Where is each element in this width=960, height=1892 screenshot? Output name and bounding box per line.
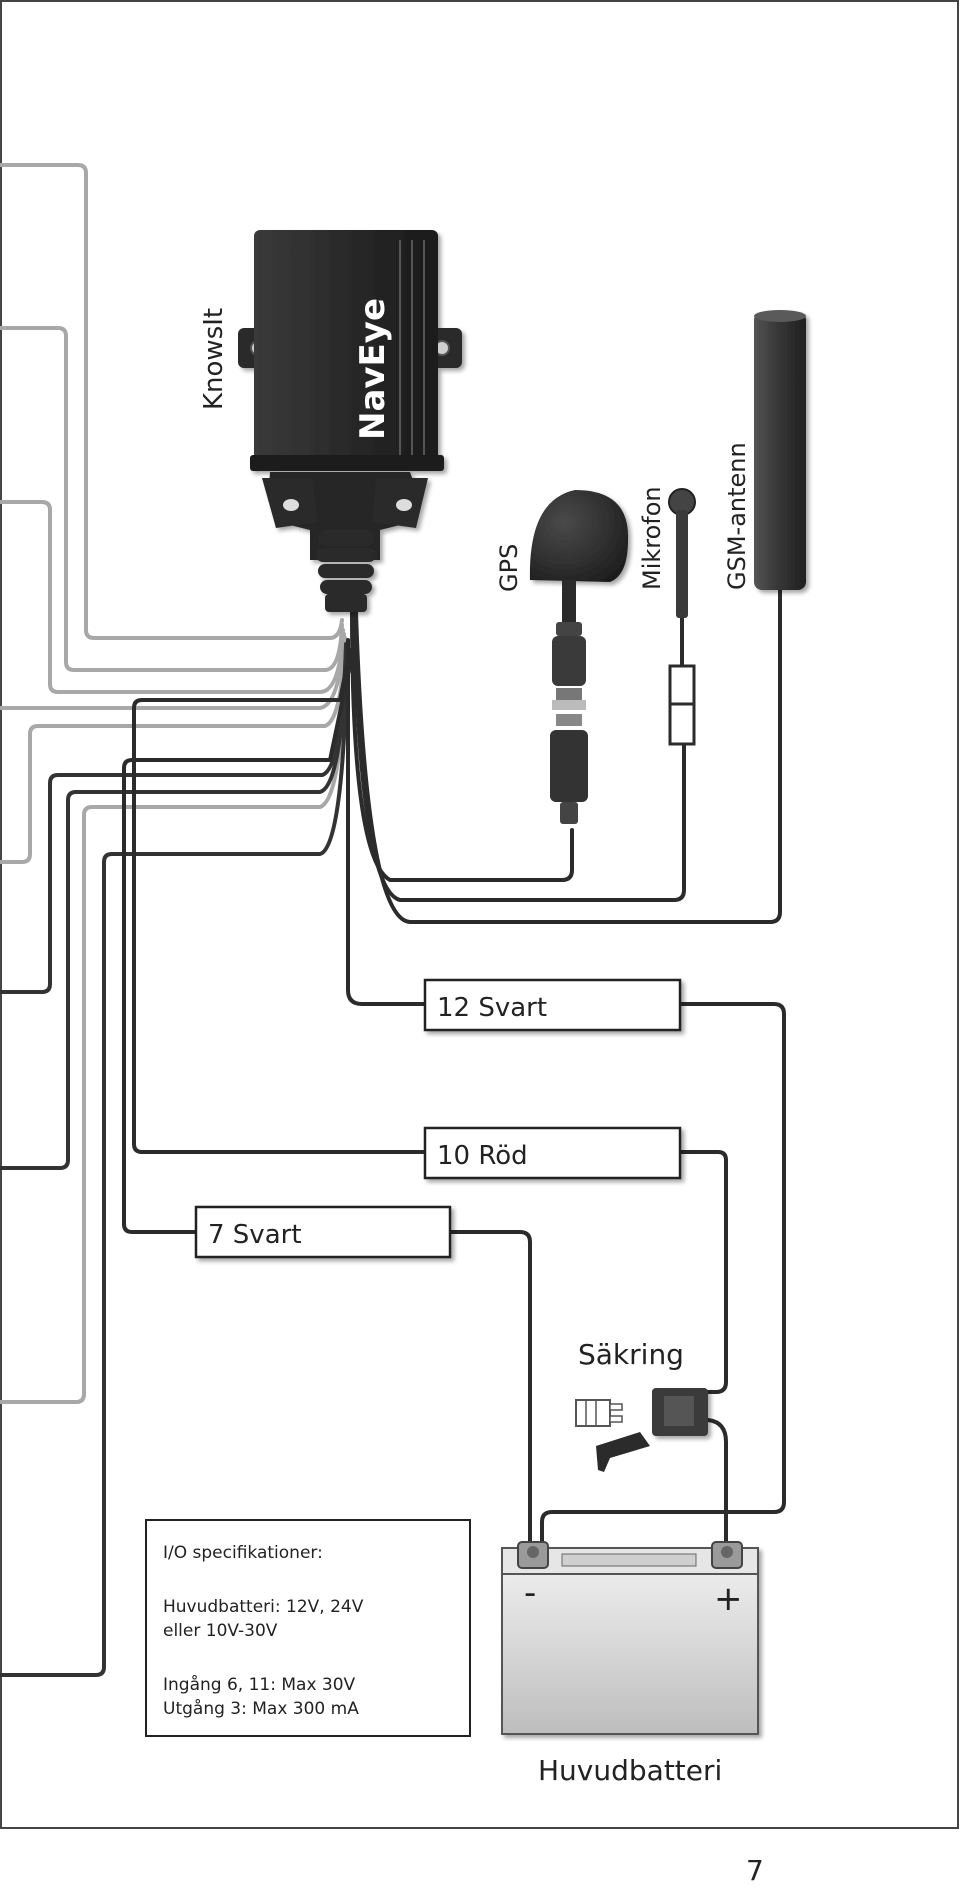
wire-12-label-box: 12 Svart	[423, 978, 682, 1032]
dark-wires-left	[0, 642, 349, 1677]
battery-plus-terminal: +	[714, 1579, 743, 1619]
battery	[501, 1541, 759, 1735]
antenna-wires	[350, 583, 782, 924]
gsm-label: GSM-antenn	[723, 442, 751, 590]
specs-line-4: Utgång 3: Max 300 mA	[163, 1698, 359, 1719]
wire-10-label: 10 Röd	[437, 1141, 528, 1171]
battery-minus-terminal: -	[524, 1573, 536, 1613]
page-border	[0, 0, 959, 1829]
specs-box: I/O specifikationer: Huvudbatteri: 12V, …	[145, 1519, 471, 1737]
brand-logo: NavEye	[353, 298, 393, 440]
page-number: 7	[746, 1854, 764, 1887]
naveye-device	[238, 230, 462, 612]
specs-line-1: Huvudbatteri: 12V, 24V	[163, 1597, 364, 1617]
device-label: KnowsIt	[199, 308, 229, 410]
gps-antenna	[529, 490, 629, 824]
specs-line-3: Ingång 6, 11: Max 30V	[163, 1674, 356, 1695]
specs-line-2: eller 10V-30V	[163, 1621, 278, 1641]
gsm-antenna	[754, 310, 806, 590]
microphone	[668, 488, 696, 746]
wire-10-label-box: 10 Röd	[423, 1126, 682, 1180]
fuse-label: Säkring	[578, 1338, 684, 1371]
wire-12-label: 12 Svart	[437, 993, 547, 1023]
wire-7-label: 7 Svart	[208, 1220, 302, 1250]
mic-label: Mikrofon	[638, 486, 666, 590]
battery-label: Huvudbatteri	[538, 1754, 722, 1787]
wire-7-label-box: 7 Svart	[194, 1205, 452, 1259]
power-wires	[122, 638, 786, 1554]
gps-label: GPS	[495, 544, 523, 592]
fuse-holder	[575, 1388, 708, 1472]
specs-title: I/O specifikationer:	[163, 1543, 323, 1563]
